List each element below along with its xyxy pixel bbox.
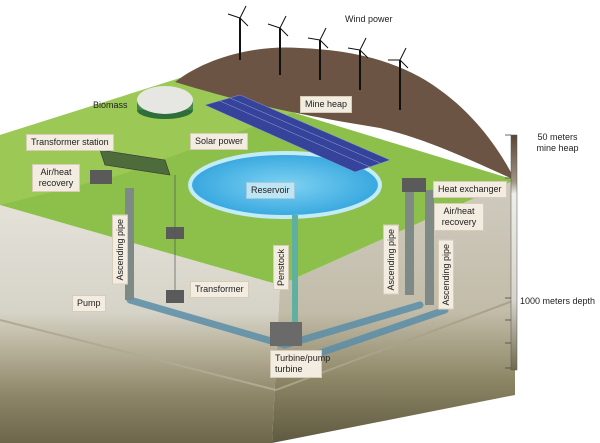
wind-turbines	[239, 18, 401, 110]
label-heat-exchanger: Heat exchanger	[433, 181, 507, 198]
solar-panels	[204, 94, 391, 173]
label-air-heat-recovery-left: Air/heat recovery	[32, 164, 80, 192]
heat-exchanger-box	[402, 178, 426, 192]
label-biomass: Biomass	[93, 100, 128, 110]
turbine-box	[270, 322, 302, 346]
label-turbine-pump-turbine: Turbine/pump turbine	[270, 350, 330, 378]
block-left-face	[0, 205, 280, 443]
depth-scale-bar	[510, 134, 518, 371]
scale-label-mine-heap: 50 meters mine heap	[536, 132, 579, 153]
label-wind-power: Wind power	[345, 14, 393, 24]
biomass-dome	[137, 86, 193, 114]
penstock-pipe	[292, 215, 298, 335]
label-reservoir: Reservoir	[246, 182, 295, 199]
ascending-pipe-left	[125, 188, 134, 300]
label-ascending-pipe-right-2: Ascending pipe	[438, 240, 454, 310]
label-penstock: Penstock	[273, 245, 289, 291]
label-pump: Pump	[72, 295, 106, 312]
scale-label-depth: 1000 meters depth	[520, 296, 596, 306]
label-mine-heap: Mine heap	[300, 96, 353, 113]
mine-heap	[175, 47, 515, 180]
label-transformer: Transformer	[190, 281, 249, 298]
label-air-heat-recovery-right: Air/heat recovery	[434, 203, 484, 231]
label-ascending-pipe-right-1: Ascending pipe	[383, 225, 399, 295]
label-transformer-station: Transformer station	[26, 134, 114, 151]
transformer-station	[99, 149, 171, 176]
label-ascending-pipe-left: Ascending pipe	[112, 215, 128, 285]
air-heat-box-left	[90, 170, 112, 184]
label-solar-power: Solar power	[190, 133, 249, 150]
underground-pipes	[126, 296, 449, 364]
